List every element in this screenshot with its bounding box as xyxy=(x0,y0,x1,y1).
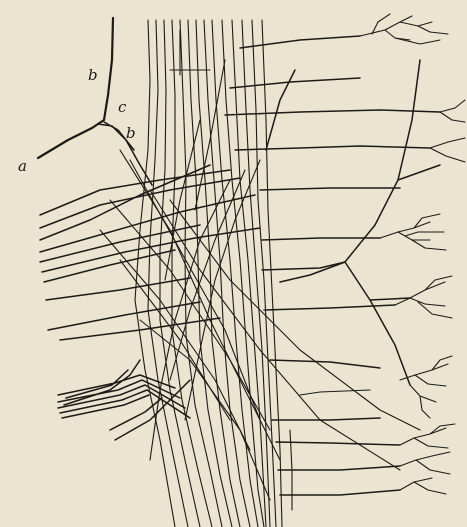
label-b-lower: b xyxy=(126,126,136,141)
terminal-arborizations xyxy=(360,14,465,494)
label-b-upper: b xyxy=(88,68,98,83)
lower-exiting-fibers xyxy=(290,390,370,510)
arborization-top xyxy=(360,14,448,44)
arborization-upper-right xyxy=(430,100,465,162)
incoming-fibers-lower xyxy=(58,360,190,440)
collateral-fiber-right xyxy=(280,60,440,385)
arborization-lower xyxy=(400,356,452,418)
arborization-bottom xyxy=(400,424,455,494)
label-a: a xyxy=(18,159,27,174)
arborization-mid-lower xyxy=(395,276,452,318)
vertical-fiber-tract xyxy=(135,20,282,527)
label-c: c xyxy=(118,100,126,115)
arborization-middle xyxy=(380,214,446,250)
exiting-fibers-right xyxy=(225,36,440,495)
fiber-b-with-bifurcation xyxy=(38,18,152,185)
